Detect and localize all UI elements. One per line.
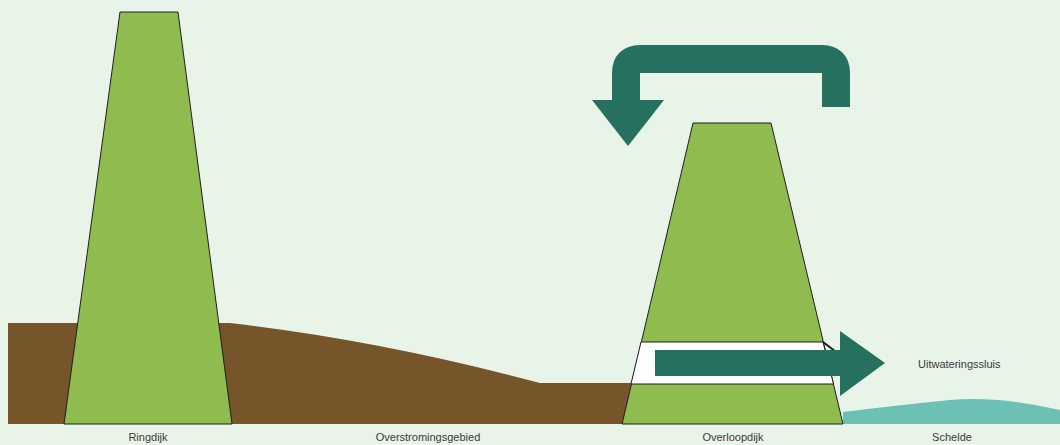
sluice-label: Uitwateringssluis <box>918 358 1001 370</box>
river-label: Schelde <box>932 431 972 443</box>
overflow-arrow <box>626 59 836 107</box>
dike-label: Overloopdijk <box>702 431 763 443</box>
ring-dike <box>64 12 232 424</box>
overflow-arrowhead <box>592 100 664 146</box>
river-water <box>843 399 1060 424</box>
outflow-arrow <box>655 331 885 396</box>
overflow-dike <box>622 123 843 424</box>
area-label: Overstromingsgebied <box>376 431 481 443</box>
dike-label: Ringdijk <box>128 431 167 443</box>
